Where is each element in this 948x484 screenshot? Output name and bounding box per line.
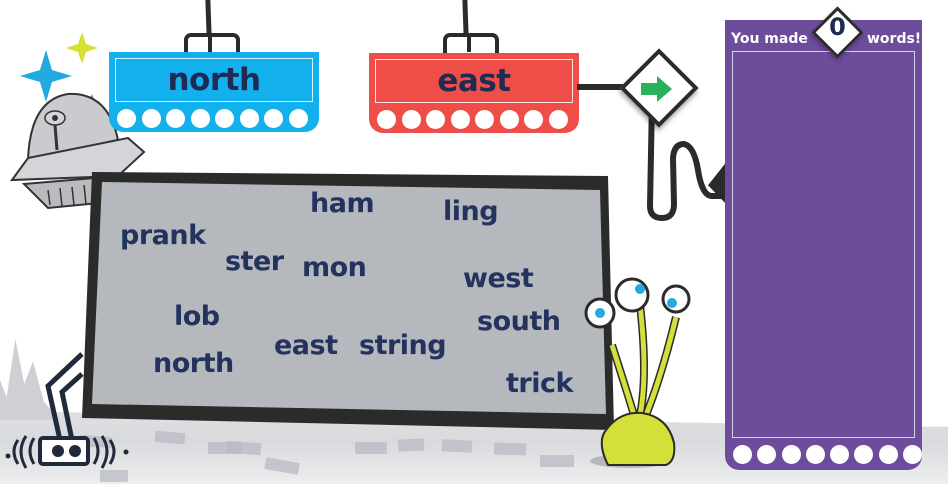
word-board-tiles: ham ling prank ster mon west lob south e… [78, 168, 614, 432]
word-slot-2[interactable]: east [369, 53, 579, 133]
cable-illustration [646, 100, 728, 222]
word-tile-string[interactable]: string [359, 330, 447, 361]
hanger-rod [462, 0, 469, 37]
hanger-bracket [184, 33, 240, 55]
results-header: You made words! [725, 28, 922, 50]
word-tile-ster[interactable]: ster [225, 246, 284, 277]
word-tile-east[interactable]: east [274, 330, 338, 361]
ufo-alien-illustration [9, 32, 146, 210]
word-tile-lob[interactable]: lob [174, 301, 220, 332]
connector-wire [577, 84, 629, 90]
slot-2-letter-dots [377, 110, 568, 129]
hanger-rod [208, 36, 212, 52]
word-tile-west[interactable]: west [463, 263, 534, 294]
hanger-rod [467, 36, 471, 52]
made-words-list [732, 51, 915, 438]
word-tile-prank[interactable]: prank [120, 220, 206, 251]
hanger-rod [205, 0, 212, 37]
word-tile-south[interactable]: south [477, 306, 561, 337]
hanger-bracket [443, 33, 499, 56]
results-panel: You made words! [725, 20, 923, 470]
word-tile-ham[interactable]: ham [310, 188, 375, 219]
slot-2-word[interactable]: east [437, 63, 511, 99]
word-tile-north[interactable]: north [153, 348, 234, 379]
board-legs-illustration [5, 352, 129, 469]
eyestalk-alien-illustration [584, 277, 691, 468]
panel-dots [733, 445, 923, 464]
arrow-right-icon [641, 76, 672, 102]
word-tile-ling[interactable]: ling [443, 196, 499, 227]
results-suffix: words! [867, 31, 922, 47]
slot-1-word[interactable]: north [167, 62, 261, 98]
word-board [82, 172, 614, 430]
word-tile-trick[interactable]: trick [506, 368, 573, 399]
word-tile-mon[interactable]: mon [302, 252, 367, 283]
slot-1-letter-dots [117, 109, 308, 128]
slot-label-box: north [115, 58, 313, 102]
results-prefix: You made [731, 31, 808, 47]
word-count: 0 [829, 13, 846, 41]
word-slot-1[interactable]: north [109, 52, 319, 132]
slot-label-box: east [375, 59, 573, 103]
